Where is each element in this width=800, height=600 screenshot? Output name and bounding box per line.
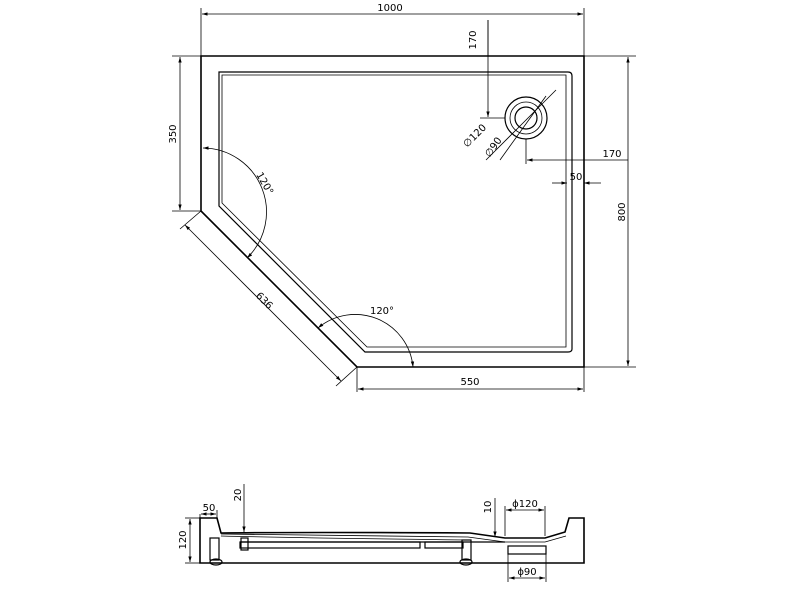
angle-upper: 120° [253,171,275,197]
dim-section-step: 20 [233,489,244,502]
dim-left-side: 350 [168,124,179,143]
foot-right [461,539,472,561]
drain-inner-leader [499,95,547,161]
section-drain-inner-diameter: ϕ90 [517,567,536,578]
dim-height-total: 800 [617,202,628,221]
angle-arc-upper [202,146,267,259]
angle-arc-lower [317,314,415,368]
dim-section-height: 120 [178,530,189,549]
drain-mid-circle [509,101,543,135]
section-view: 120 50 20 10 ϕ120 ϕ90 [178,484,585,582]
dim-drain-top-offset: 170 [468,30,479,49]
dim-drain-right-offset: 170 [602,149,621,160]
section-outer-profile [199,517,585,564]
dim-section-depth: 10 [483,501,494,514]
dim-width-total: 1000 [377,3,402,14]
dim-section-rim: 50 [203,503,216,514]
foot-left [209,537,220,561]
foot-left-2 [240,537,249,551]
section-drain-outer-diameter: ϕ120 [512,499,538,510]
angle-lower: 120° [370,306,394,317]
drain-outer-diameter-label: ∅120 [462,123,489,150]
drain-diameter-leader [485,89,557,161]
drain-inner-circle [514,106,538,130]
dim-rim-width: 50 [570,172,583,183]
drain-inner-diameter-label: ∅90 [483,136,504,160]
section-basin-surface [220,533,567,543]
dim-diagonal: 636 [253,291,274,312]
tray-inner-outline [218,71,573,353]
dim-bottom: 550 [460,377,479,388]
plan-view: 1000 800 350 636 550 170 170 50 [168,3,636,392]
drain-section [507,545,547,555]
tray-outer-outline [200,55,585,368]
